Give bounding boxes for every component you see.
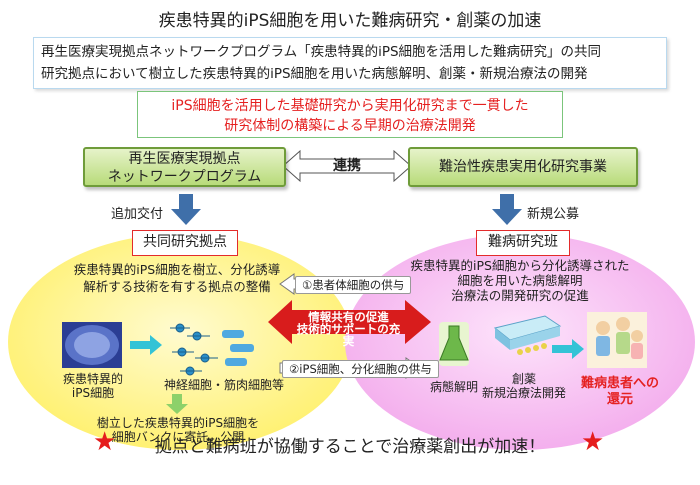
left-down-arrow-icon — [171, 194, 201, 225]
bank-down-arrow-icon — [166, 394, 188, 414]
goal-box: iPS細胞を活用した基礎研究から実用化研究まで一貫した 研究体制の構築による早期… — [137, 91, 563, 138]
intro-line-1: 再生医療実現拠点ネットワークプログラム「疾患特異的iPS細胞を活用した難病研究」… — [41, 44, 602, 60]
patient-family-icon — [587, 312, 647, 368]
star-right-icon: ★ — [581, 427, 605, 457]
regen-program-line-1: 再生医療実現拠点 — [128, 151, 241, 167]
intro-box: 再生医療実現拠点ネットワークプログラム「疾患特異的iPS細胞を活用した難病研究」… — [33, 37, 667, 89]
patient-line-2: 還元 — [606, 392, 633, 407]
joint-research-hub-tag: 共同研究拠点 — [132, 230, 238, 256]
regen-network-program-box: 再生医療実現拠点 ネットワークプログラム — [83, 147, 286, 187]
muscle-cells-icon — [222, 330, 254, 366]
pathology-label: 病態解明 — [430, 380, 479, 394]
star-left-icon: ★ — [93, 427, 117, 457]
drug-package-icon — [493, 315, 562, 355]
info-sharing-label: 情報共有の促進 技術的サポートの充実 — [292, 311, 405, 347]
goal-line-2: 研究体制の構築による早期の治療法開発 — [224, 118, 476, 134]
group-desc-line-3: 治療法の開発研究の促進 — [451, 288, 589, 303]
intractable-disease-program-box: 難治性疾患実用化研究事業 — [408, 147, 638, 187]
to-patient-arrow-icon — [552, 339, 584, 359]
center-line-2: 技術的サポートの充実 — [296, 322, 401, 348]
ips-label-line-2: iPS細胞 — [71, 386, 115, 400]
regen-program-line-2: ネットワークプログラム — [107, 169, 262, 185]
patient-return-label: 難病患者への 還元 — [578, 376, 662, 408]
flask-icon — [439, 322, 469, 366]
drug-development-label: 創薬 新規治療法開発 — [478, 372, 570, 400]
hub-desc-line-2: 解析する技術を有する拠点の整備 — [83, 279, 271, 294]
cell-bank-note: 樹立した疾患特異的iPS細胞を 細胞バンクに寄託、公開 — [88, 416, 268, 444]
bank-line-2: 細胞バンクに寄託、公開 — [111, 430, 245, 444]
footer: ★ 拠点と難病班が協働することで治療薬創出が加速！ ★ — [0, 427, 700, 457]
ips-cell-colony-icon — [62, 322, 122, 368]
footer-text: 拠点と難病班が協働することで治療薬創出が加速！ — [154, 437, 546, 457]
additional-grant-label: 追加交付 — [111, 207, 164, 222]
ips-cell-label: 疾患特異的 iPS細胞 — [58, 372, 128, 400]
ips-label-line-1: 疾患特異的 — [62, 372, 123, 386]
drug-line-1: 創薬 — [511, 372, 536, 386]
new-call-label: 新規公募 — [527, 207, 580, 222]
group-desc-line-1: 疾患特異的iPS細胞から分化誘導された — [410, 258, 630, 273]
goal-line-1: iPS細胞を活用した基礎研究から実用化研究まで一貫した — [171, 98, 529, 114]
disease-research-group-tag: 難病研究班 — [476, 230, 570, 256]
research-group-description: 疾患特異的iPS細胞から分化誘導された 細胞を用いた病態解明 治療法の開発研究の… — [400, 258, 640, 303]
drug-line-2: 新規治療法開発 — [481, 386, 566, 400]
supply-ips-cells-label: ②iPS細胞、分化細胞の供与 — [282, 360, 439, 378]
left-circle — [8, 234, 352, 450]
center-red-arrow-icon — [268, 300, 431, 344]
supply-somatic-cells-label: ①患者体細胞の供与 — [295, 276, 412, 294]
hub-desc-line-1: 疾患特異的iPS細胞を樹立、分化誘導 — [73, 262, 281, 277]
group-desc-line-2: 細胞を用いた病態解明 — [457, 273, 583, 288]
neuron-cells-icon — [170, 323, 218, 376]
link-label: 連携 — [333, 158, 361, 174]
differentiated-cells-label: 神経細胞・筋肉細胞等 — [164, 378, 285, 392]
patient-line-1: 難病患者への — [580, 376, 659, 391]
center-line-1: 情報共有の促進 — [308, 310, 389, 324]
ips-to-cells-arrow-icon — [130, 335, 162, 355]
right-down-arrow-icon — [492, 194, 522, 225]
intro-line-2: 研究拠点において樹立した疾患特異的iPS細胞を用いた病態解明、創薬・新規治療法の… — [41, 66, 588, 82]
bank-line-1: 樹立した疾患特異的iPS細胞を — [96, 416, 260, 430]
hub-description: 疾患特異的iPS細胞を樹立、分化誘導 解析する技術を有する拠点の整備 — [72, 261, 282, 295]
page-title: 疾患特異的iPS細胞を用いた難病研究・創薬の加速 — [158, 11, 542, 31]
